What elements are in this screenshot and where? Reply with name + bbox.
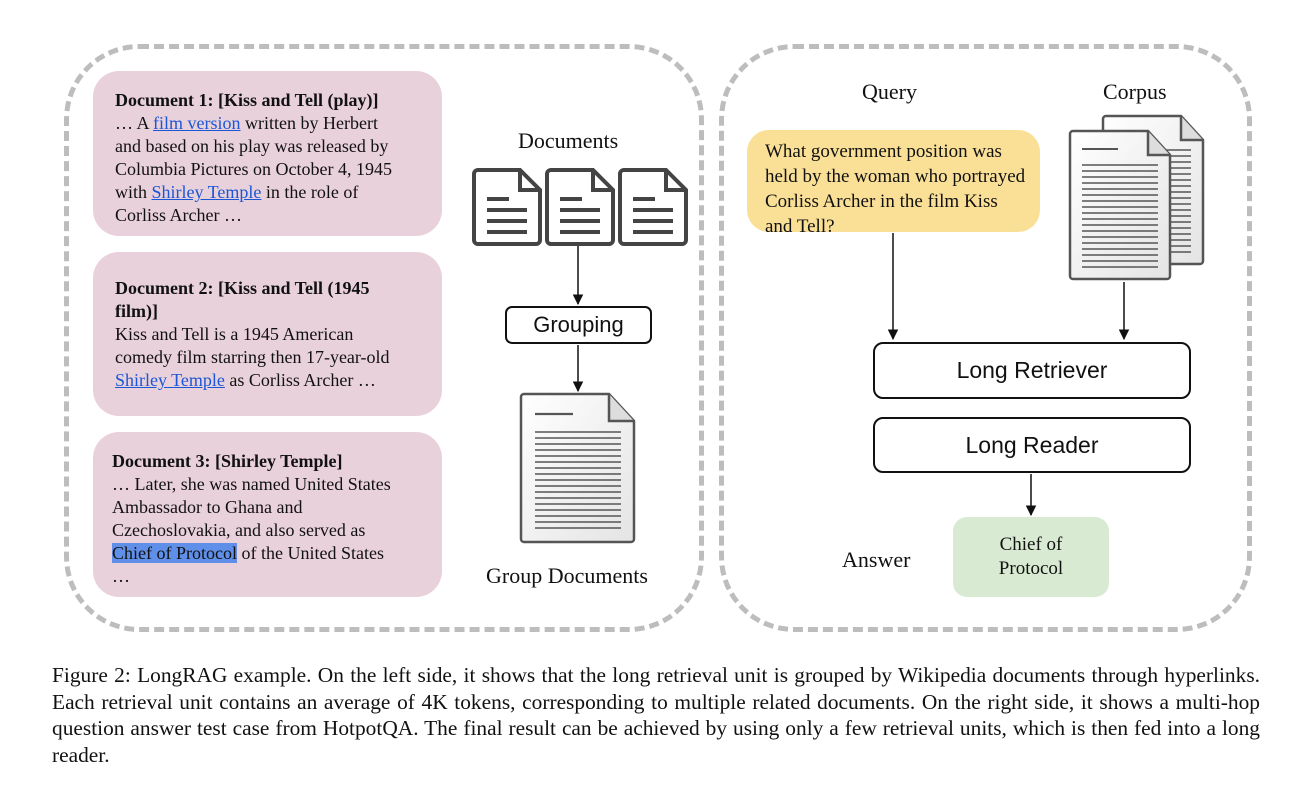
documents-label: Documents [518, 128, 619, 153]
document-text: of the United States [236, 543, 384, 563]
document-card-3: Document 3: [Shirley Temple] … Later, sh… [93, 432, 442, 597]
document-text: and based on his play was released by [115, 136, 389, 156]
query-box: What government position was held by the… [747, 130, 1040, 237]
document-line: … [112, 565, 424, 588]
document-line: Columbia Pictures on October 4, 1945 [115, 158, 424, 181]
left-panel [64, 44, 704, 632]
document-icon [618, 168, 688, 246]
document-line: and based on his play was released by [115, 135, 424, 158]
document-line: Chief of Protocol of the United States [112, 542, 424, 565]
document-text: … Later, she was named United States [112, 474, 391, 494]
document-text: in the role of [261, 182, 359, 202]
group-document-icon [519, 392, 636, 544]
document-line: … Later, she was named United States [112, 473, 424, 496]
document-text: written by Herbert [240, 113, 378, 133]
document-line: Kiss and Tell is a 1945 American [115, 323, 424, 346]
document-title: Document 3: [Shirley Temple] [112, 451, 343, 471]
document-line: comedy film starring then 17-year-old [115, 346, 424, 369]
document-text: Corliss Archer … [115, 205, 242, 225]
hyperlink[interactable]: Shirley Temple [115, 370, 225, 390]
document-text: as Corliss Archer … [224, 370, 376, 390]
figure-caption: Figure 2: LongRAG example. On the left s… [52, 663, 1260, 767]
document-line: Czechoslovakia, and also served as [112, 519, 424, 542]
answer-box: Chief of Protocol [953, 517, 1109, 597]
document-text: … [112, 566, 130, 586]
document-line: with Shirley Temple in the role of [115, 181, 424, 204]
document-title: Document 2: [Kiss and Tell (1945 film)] [115, 278, 370, 321]
document-card-1: Document 1: [Kiss and Tell (play)] … A f… [93, 71, 442, 236]
hyperlink[interactable]: film version [153, 113, 241, 133]
document-icon [545, 168, 615, 246]
hyperlink[interactable]: Shirley Temple [151, 182, 262, 202]
document-text: comedy film starring then 17-year-old [115, 347, 390, 367]
document-body: Kiss and Tell is a 1945 American comedy f… [115, 323, 424, 392]
grouping-box: Grouping [505, 306, 652, 344]
document-text: Columbia Pictures on October 4, 1945 [115, 159, 392, 179]
long-retriever-box: Long Retriever [873, 342, 1191, 399]
corpus-label: Corpus [1103, 79, 1167, 104]
long-reader-box: Long Reader [873, 417, 1191, 473]
answer-text: Chief of Protocol [998, 534, 1064, 579]
document-card-2: Document 2: [Kiss and Tell (1945 film)] … [93, 252, 442, 416]
document-text: … A [115, 113, 154, 133]
document-icon [472, 168, 542, 246]
corpus-stack-icon [1068, 114, 1205, 281]
document-text: Kiss and Tell is a 1945 American [115, 324, 354, 344]
document-line: … A film version written by Herbert [115, 112, 424, 135]
document-text: Czechoslovakia, and also served as [112, 520, 366, 540]
document-line: Shirley Temple as Corliss Archer … [115, 369, 424, 392]
document-line: Ambassador to Ghana and [112, 496, 424, 519]
document-text: with [115, 182, 152, 202]
query-label: Query [862, 79, 917, 104]
document-line: Corliss Archer … [115, 204, 424, 227]
highlighted-answer-text: Chief of Protocol [112, 543, 237, 563]
document-text: Ambassador to Ghana and [112, 497, 303, 517]
query-text: What government position was held by the… [765, 141, 1026, 237]
answer-label: Answer [842, 547, 911, 572]
right-panel [719, 44, 1252, 632]
group-documents-label: Group Documents [486, 563, 648, 588]
document-title: Document 1: [Kiss and Tell (play)] [115, 90, 379, 110]
